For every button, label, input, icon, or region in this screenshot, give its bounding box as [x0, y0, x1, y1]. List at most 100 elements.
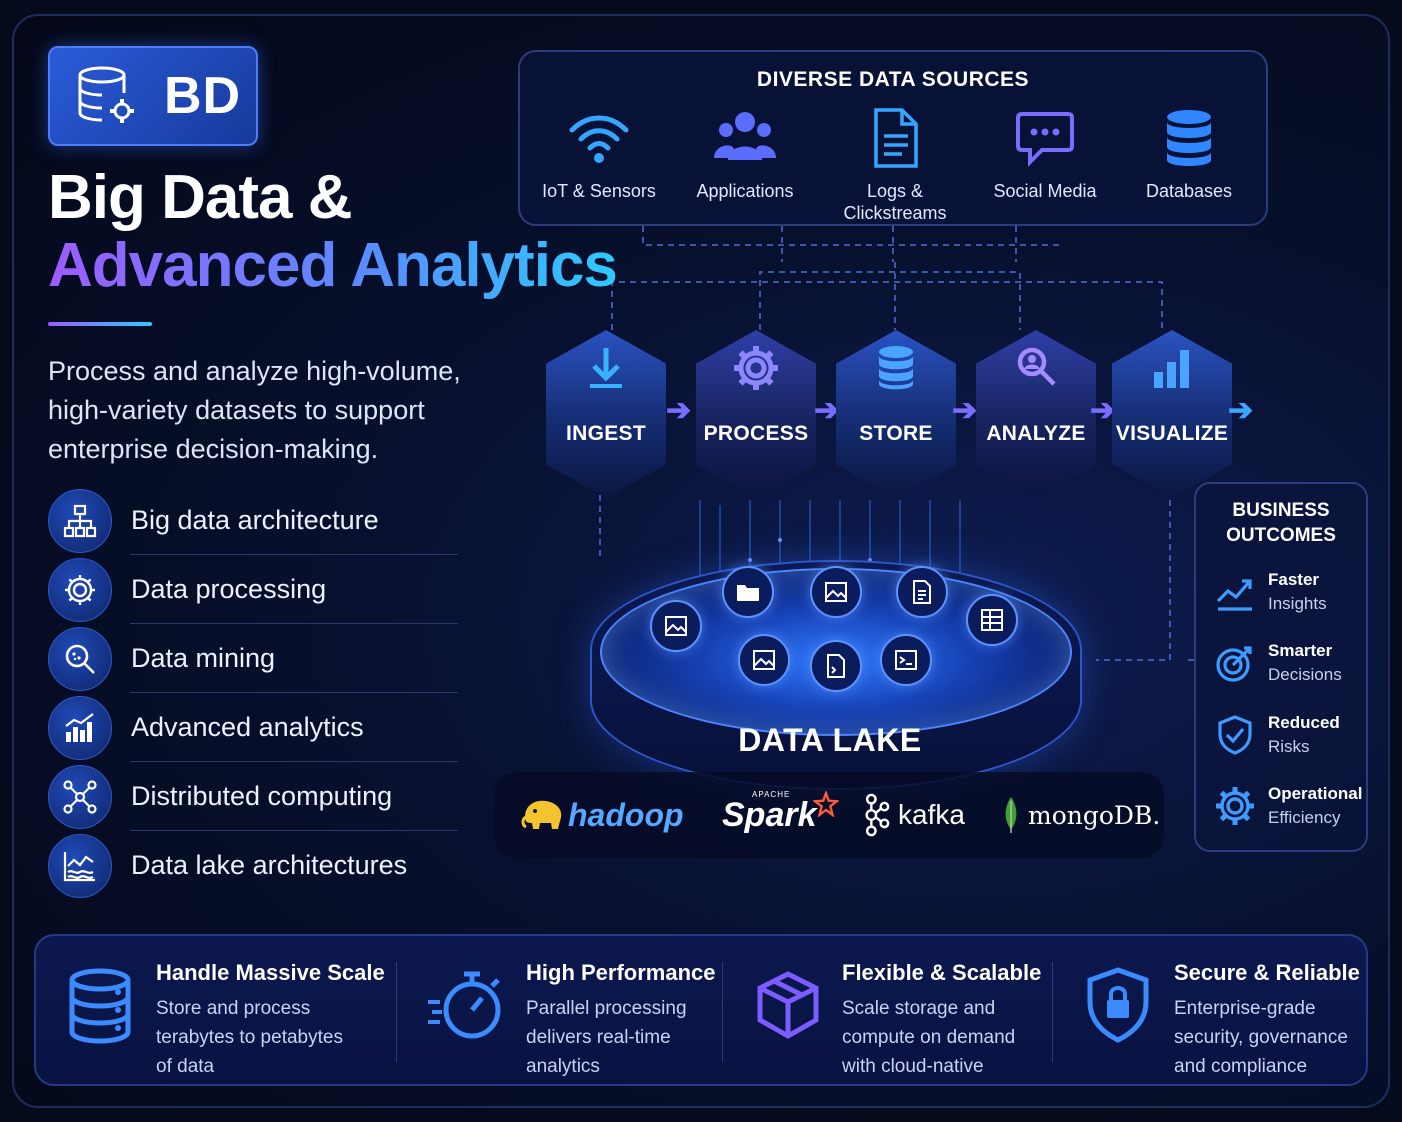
benefit-desc-line2: delivers real-time [526, 1027, 671, 1048]
feature-item: Data lake architectures [48, 831, 458, 900]
benefit-desc-line2: terabytes to petabytes [156, 1027, 343, 1048]
title-line2: Advanced Analytics [48, 231, 618, 300]
feature-label: Advanced analytics [131, 712, 364, 742]
outcome-title: Faster [1268, 570, 1320, 589]
benefit-title: Flexible & Scalable [842, 960, 1042, 985]
source-applications: Applications [670, 108, 820, 202]
trend-up-icon [1216, 579, 1252, 611]
spark-logo: APACHE Spark [722, 789, 839, 838]
source-label: Social Media [993, 181, 1097, 201]
outcome-title: Operational [1268, 784, 1363, 803]
document-icon [810, 640, 862, 692]
stage-visualize: VISUALIZE [1112, 330, 1232, 498]
feature-label: Data lake architectures [131, 850, 408, 880]
divider [130, 692, 458, 693]
database-icon [1167, 110, 1211, 166]
intro-text: Process and analyze high-volume, high-va… [48, 356, 461, 464]
source-iot: IoT & Sensors [524, 108, 674, 202]
kafka-wordmark: kafka [898, 799, 965, 830]
feature-item: Distributed computing [48, 762, 458, 831]
magnifier-icon [1017, 347, 1056, 386]
bar-chart-icon [1154, 350, 1189, 388]
benefits-bar: Handle Massive Scale Store and process te… [34, 934, 1368, 1086]
database-icon [69, 968, 131, 1044]
flow-arrow-icon: ➔ [814, 394, 840, 427]
divider [130, 830, 458, 831]
bar-chart-icon [48, 695, 112, 760]
divider [130, 761, 458, 762]
flow-arrow-icon: ➔ [1090, 394, 1116, 427]
source-label-line2: Clickstreams [843, 203, 947, 223]
benefit-title: Handle Massive Scale [156, 960, 385, 985]
mongodb-wordmark: mongoDB. [1028, 800, 1161, 830]
feature-item: Advanced analytics [48, 693, 458, 762]
document-icon [896, 566, 948, 618]
divider [130, 623, 458, 624]
title-line1: Big Data & [48, 163, 352, 232]
source-label: Databases [1145, 181, 1233, 201]
lake-chart-icon [48, 833, 112, 898]
technology-logos: hadoop APACHE Spark kafka mongoDB. [494, 772, 1164, 858]
benefit-item: Secure & Reliable Enterprise-grade securi… [1084, 956, 1364, 1077]
divider [130, 554, 458, 555]
users-icon [714, 112, 776, 160]
source-label: Applications [696, 181, 794, 201]
feature-item: Big data architecture [48, 486, 458, 555]
stage-label: STORE [859, 422, 933, 445]
data-lake-label: DATA LAKE [738, 722, 922, 758]
mongodb-logo: mongoDB. [1002, 792, 1160, 838]
outcome-sub: Insights [1268, 594, 1327, 613]
outcomes-header-line2: OUTCOMES [1226, 525, 1336, 546]
code-file-icon [880, 634, 932, 686]
benefit-desc-line2: compute on demand [842, 1027, 1016, 1048]
divider [396, 962, 397, 1062]
hierarchy-icon [48, 488, 112, 553]
benefit-desc-line2: security, governance [1174, 1027, 1348, 1048]
stage-label: INGEST [566, 422, 646, 445]
feature-list: Big data architecture Data processing Da… [48, 486, 458, 900]
elephant-icon [521, 800, 562, 829]
kafka-nodes-icon [865, 793, 890, 837]
star-icon [812, 791, 839, 817]
benefit-desc-line1: Scale storage and [842, 998, 996, 1019]
feature-label: Data mining [131, 643, 276, 673]
feature-item: Data processing [48, 555, 458, 624]
hadoop-wordmark: hadoop [568, 796, 684, 833]
benefit-desc-line1: Parallel processing [526, 998, 687, 1019]
target-icon [1216, 646, 1252, 682]
outcome-title: Smarter [1268, 641, 1333, 660]
shield-lock-icon [1087, 967, 1149, 1043]
shield-check-icon [1218, 715, 1252, 755]
sources-header: DIVERSE DATA SOURCES [756, 68, 1030, 91]
benefit-desc-line3: and compliance [1174, 1056, 1308, 1077]
gear-icon [1216, 787, 1254, 825]
gear-icon [48, 557, 112, 622]
benefit-desc: Enterprise-grade security, governance and … [1174, 994, 1394, 1081]
leaf-icon [1005, 797, 1017, 833]
database-gear-icon [78, 66, 134, 123]
feature-label: Distributed computing [131, 781, 393, 811]
stage-store: STORE [836, 330, 956, 498]
spark-wordmark: Spark [722, 795, 817, 834]
folder-icon [722, 566, 774, 618]
benefit-desc-line1: Store and process [156, 998, 311, 1019]
stage-label: PROCESS [703, 422, 809, 445]
benefit-title: Secure & Reliable [1174, 960, 1360, 985]
brand-abbr: BD [164, 67, 242, 125]
source-social: Social Media [970, 108, 1120, 202]
source-logs: Logs &Clickstreams [820, 108, 970, 224]
outcome-title: Reduced [1268, 713, 1340, 732]
spark-super-label: APACHE [752, 789, 791, 799]
document-icon [874, 108, 918, 168]
spreadsheet-icon [966, 594, 1018, 646]
flow-arrow-icon: ➔ [1228, 394, 1254, 427]
benefit-desc-line1: Enterprise-grade [1174, 998, 1316, 1019]
outcome-sub: Decisions [1268, 665, 1342, 684]
